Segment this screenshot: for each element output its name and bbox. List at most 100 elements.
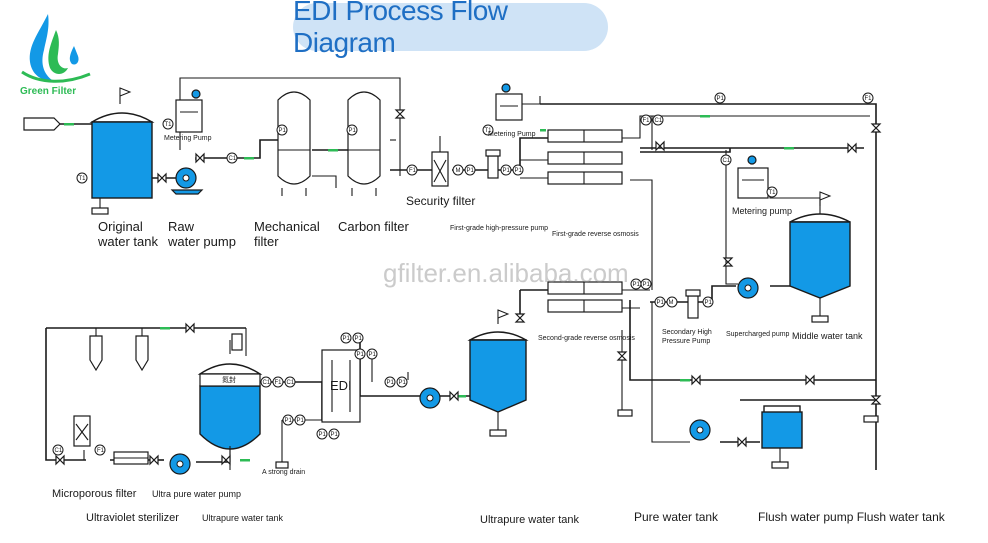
svg-text:P1: P1 (705, 300, 713, 306)
supercharged-pump[interactable] (737, 277, 759, 299)
svg-text:P1: P1 (279, 128, 287, 134)
label-metering-1: Metering Pump (164, 135, 212, 142)
label-mech-2: filter (254, 234, 279, 249)
label-supercharged: Supercharged pump (726, 331, 790, 338)
svg-text:P1: P1 (369, 352, 377, 358)
svg-text:P1: P1 (357, 352, 365, 358)
label-mech-1: Mechanical (254, 219, 320, 234)
svg-text:P1: P1 (503, 168, 511, 174)
metering-pump-1[interactable] (175, 89, 203, 133)
svg-text:P1: P1 (399, 380, 407, 386)
svg-text:P1: P1 (643, 282, 651, 288)
logo-text: Green Filter (20, 86, 77, 97)
label-original-1: Original (98, 219, 143, 234)
svg-text:F1: F1 (275, 380, 283, 386)
label-microporous: Microporous filter (52, 488, 137, 500)
svg-text:F1: F1 (643, 118, 651, 124)
label-metering-2: Metering Pump (488, 131, 536, 138)
svg-text:T1: T1 (769, 190, 777, 196)
label-secondary-1: Secondary High (662, 329, 712, 336)
inlet-nozzle (23, 117, 61, 131)
label-carbon: Carbon filter (338, 219, 409, 234)
mechanical-filter (277, 91, 311, 196)
strong-drain (275, 461, 289, 469)
metering-pump-3[interactable] (737, 155, 769, 199)
edi-label: EDI (330, 378, 352, 393)
svg-text:T1: T1 (165, 122, 173, 128)
secondary-hp-pump[interactable] (685, 289, 701, 319)
svg-text:P1: P1 (387, 380, 395, 386)
label-metering-3: Metering pump (732, 206, 792, 216)
title-banner: EDI Process Flow Diagram (293, 0, 608, 58)
svg-text:F1: F1 (409, 168, 417, 174)
middle-water-tank (789, 191, 851, 323)
svg-text:F1: F1 (97, 448, 105, 454)
microporous-filter (73, 415, 91, 447)
svg-text:M: M (669, 300, 674, 306)
uv-sterilizer (113, 451, 149, 465)
svg-text:P1: P1 (297, 418, 305, 424)
carbon-filter (347, 91, 381, 196)
ultrapure-water-tank (197, 333, 263, 470)
svg-text:C1: C1 (229, 156, 237, 162)
svg-text:P1: P1 (467, 168, 475, 174)
label-ultrapure-tank-a: Ultrapure water tank (202, 513, 284, 523)
label-first-hp: First-grade high-pressure pump (450, 225, 548, 232)
drain-b (863, 415, 879, 423)
svg-text:P1: P1 (515, 168, 523, 174)
second-ro-membranes (547, 281, 623, 313)
label-original-2: water tank (97, 234, 158, 249)
label-pure-tank: Pure water tank (634, 510, 719, 524)
label-raw-pump-1: Raw (168, 219, 195, 234)
original-water-tank (89, 87, 155, 215)
svg-text:T1: T1 (485, 128, 493, 134)
svg-text:P1: P1 (331, 432, 339, 438)
label-strong-drain: A strong drain (262, 469, 305, 476)
label-ultra-pure-pump: Ultra pure water pump (152, 489, 241, 499)
raw-water-pump[interactable] (170, 167, 204, 195)
svg-text:T1: T1 (79, 176, 87, 182)
diagram-title: EDI Process Flow Diagram (293, 0, 508, 58)
svg-text:P1: P1 (633, 282, 641, 288)
svg-text:P1: P1 (319, 432, 327, 438)
first-ro-membranes (547, 129, 623, 185)
nitrogen-seal-label: 氮封 (222, 375, 236, 384)
component-labels: Original water tank Raw water pump Mecha… (52, 131, 946, 526)
gauges: T1 T1 C1 P1 P1 F1 M P1 P1 P1 T1 F1 C1 P1… (52, 92, 874, 456)
label-middle-tank: Middle water tank (792, 331, 863, 341)
svg-text:C1: C1 (723, 158, 731, 164)
label-secondary-2: Pressure Pump (662, 338, 710, 345)
svg-text:C1: C1 (287, 380, 295, 386)
label-flush: Flush water pump Flush water tank (758, 510, 946, 524)
label-first-ro: First-grade reverse osmosis (552, 231, 639, 238)
watermark: gfilter.en.alibaba.com (383, 258, 629, 288)
drain-a (617, 409, 633, 417)
svg-text:P1: P1 (343, 336, 351, 342)
svg-text:P1: P1 (349, 128, 357, 134)
svg-text:C1: C1 (655, 118, 663, 124)
ultra-pure-water-pump[interactable] (169, 453, 191, 475)
logo-icon (21, 14, 91, 83)
label-uv: Ultraviolet sterilizer (86, 512, 179, 524)
metering-pump-2[interactable] (495, 83, 523, 121)
valves[interactable] (55, 109, 882, 466)
label-raw-pump-2: water pump (167, 234, 236, 249)
flush-water-pump[interactable] (689, 419, 711, 441)
svg-text:P1: P1 (355, 336, 363, 342)
edi-module (321, 349, 361, 423)
svg-text:C1: C1 (55, 448, 63, 454)
cartridge-filters (89, 335, 149, 372)
svg-text:P1: P1 (717, 96, 725, 102)
label-second-ro: Second-grade reverse osmosis (538, 335, 635, 342)
pure-water-pump[interactable] (419, 387, 441, 409)
flush-water-tank (761, 405, 803, 469)
svg-text:F1: F1 (865, 96, 873, 102)
svg-text:P1: P1 (285, 418, 293, 424)
label-ultrapure-tank-b: Ultrapure water tank (480, 514, 580, 526)
svg-text:P1: P1 (657, 300, 665, 306)
security-filter (431, 136, 449, 187)
first-hp-pump[interactable] (485, 149, 501, 179)
svg-text:M: M (456, 168, 461, 174)
